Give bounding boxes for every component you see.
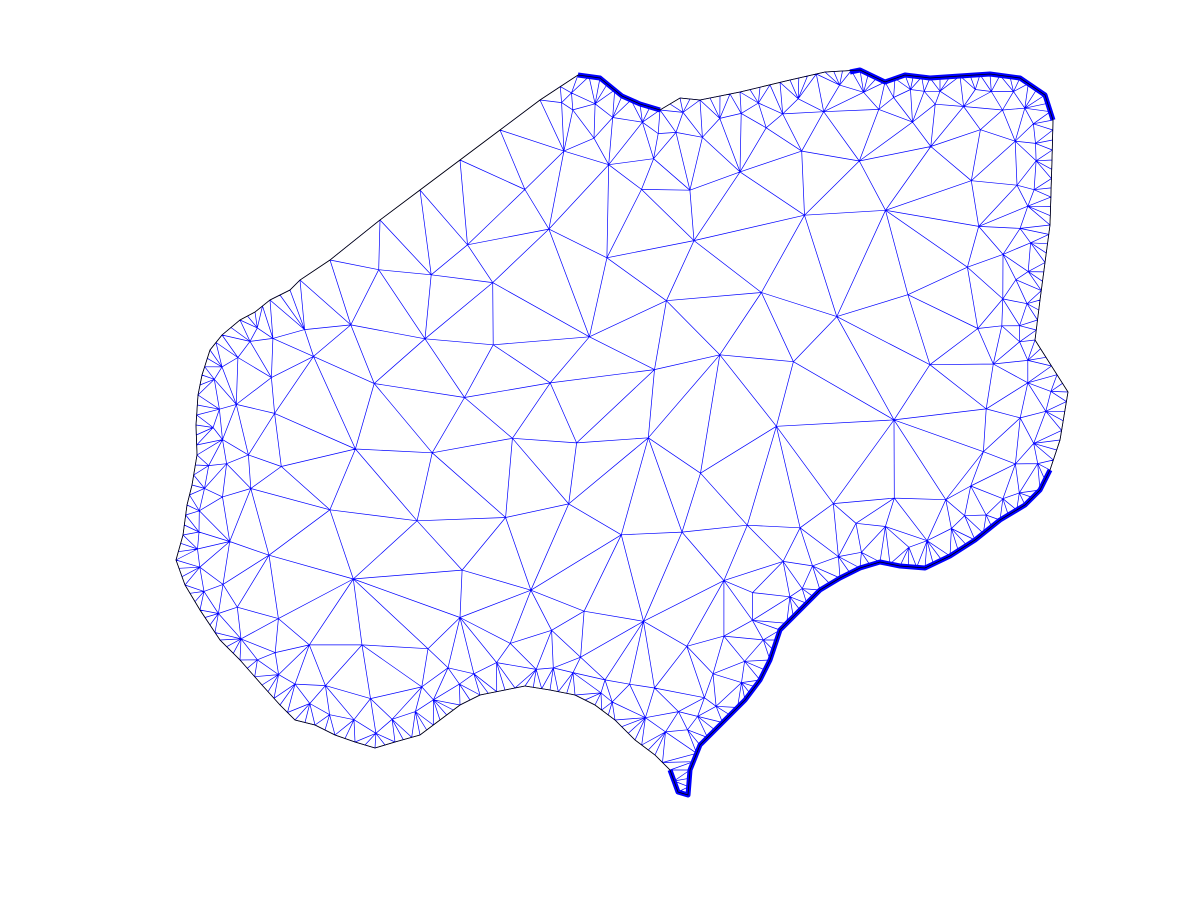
mesh-edge-lines [175, 69, 1069, 796]
coastal-refinement [577, 67, 1056, 798]
mesh-edges [175, 69, 1069, 796]
domain-boundary [175, 69, 1069, 796]
coastal-band-1 [849, 67, 1056, 121]
coastal-band-0 [577, 72, 661, 113]
coastal-band-2 [667, 468, 1053, 798]
